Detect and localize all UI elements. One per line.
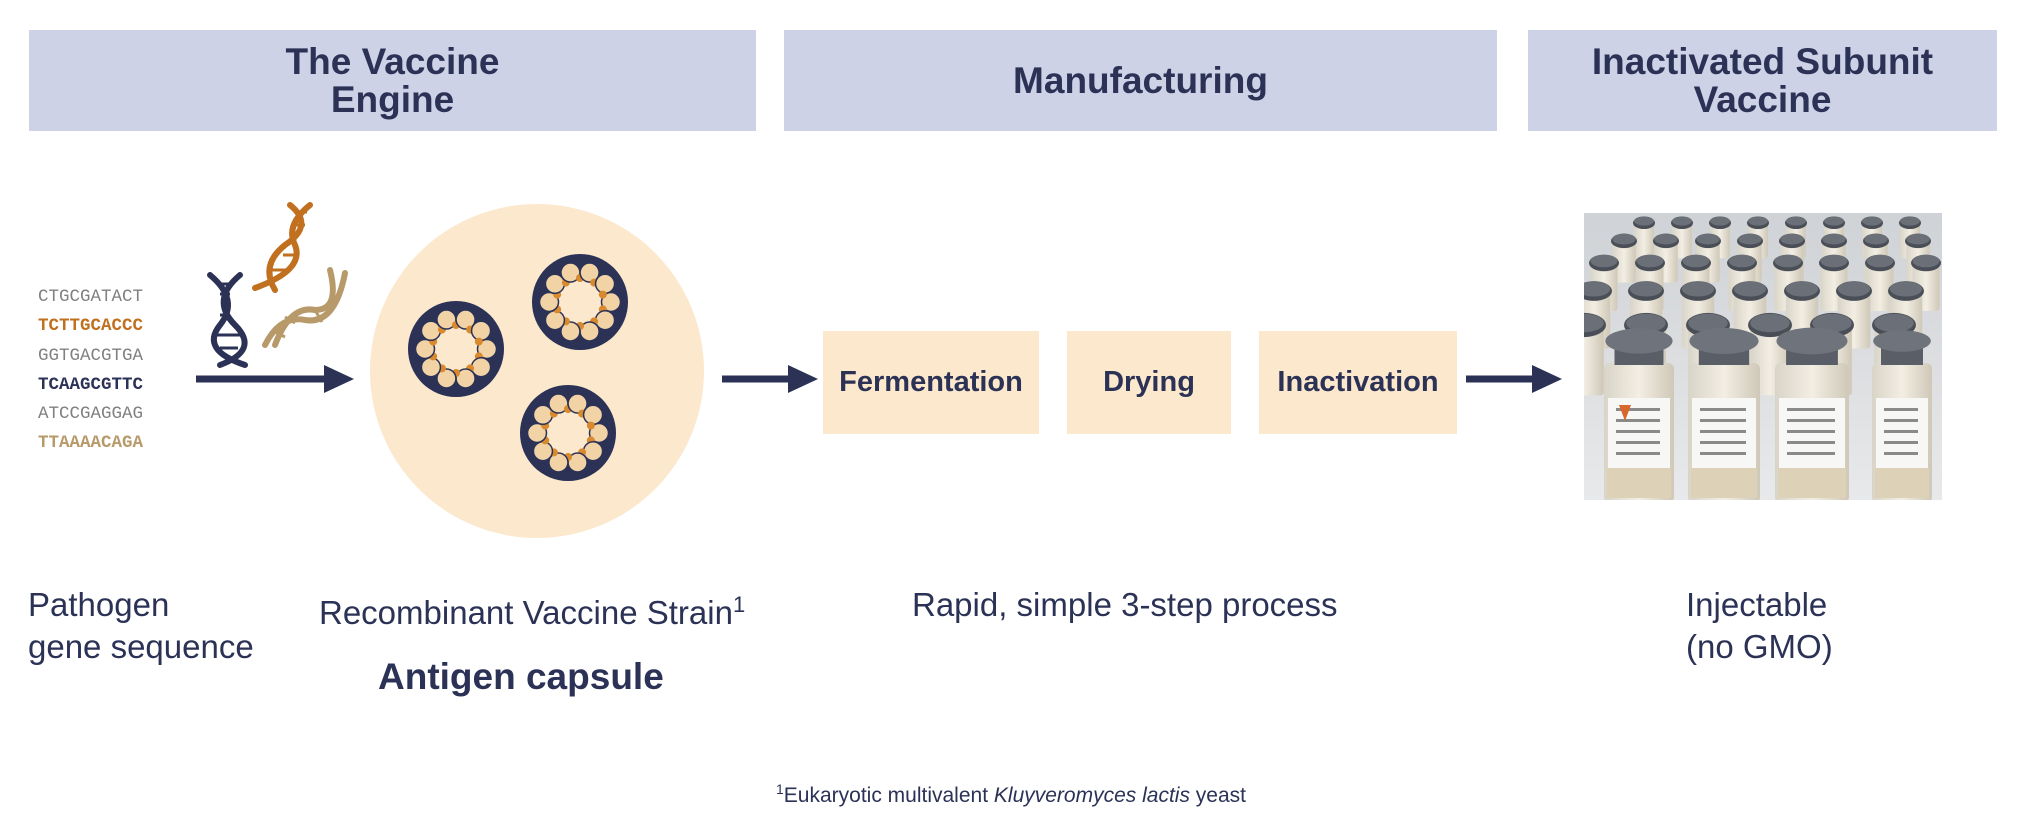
dna-seq-line: ATCCGAGGAG xyxy=(38,404,144,425)
label-injectable: Injectable (no GMO) xyxy=(1686,584,1833,668)
capsule-icon xyxy=(532,254,628,350)
label-pathogen-gene-sequence: Pathogen gene sequence xyxy=(28,584,254,668)
dna-seq-line: GGTGACGTGA xyxy=(38,345,144,366)
label-process-text: Rapid, simple 3-step process xyxy=(912,586,1338,623)
label-process: Rapid, simple 3-step process xyxy=(912,584,1338,626)
arrow-icon-strain-to-manufacturing xyxy=(722,365,818,393)
label-pathogen-line1: Pathogen xyxy=(28,586,170,623)
label-antigen-capsule: Antigen capsule xyxy=(378,656,664,698)
label-injectable-line2: (no GMO) xyxy=(1686,628,1833,665)
dna-seq-line: TCAAGCGTTC xyxy=(38,374,144,395)
footnote: 1Eukaryotic multivalent Kluyveromyces la… xyxy=(0,781,2022,808)
label-pathogen-line2: gene sequence xyxy=(28,628,254,665)
header-vaccine-engine: The Vaccine Engine xyxy=(29,30,756,131)
step-drying: Drying xyxy=(1067,331,1231,434)
arrow-icon-dna-to-strain xyxy=(196,365,354,393)
step-fermentation-label: Fermentation xyxy=(839,366,1023,398)
step-inactivation-label: Inactivation xyxy=(1277,366,1439,398)
label-injectable-line1: Injectable xyxy=(1686,586,1828,623)
header-vaccine-line1: Inactivated Subunit xyxy=(1591,40,1934,82)
header-manufacturing: Manufacturing xyxy=(784,30,1497,131)
header-engine-line1: The Vaccine xyxy=(285,40,500,82)
footnote-marker: 1 xyxy=(776,781,784,797)
footnote-prefix: Eukaryotic multivalent xyxy=(783,784,994,807)
dna-helix-icon-orange xyxy=(252,202,313,293)
label-strain-footnote-marker: 1 xyxy=(732,592,746,617)
dna-seq-line: TCTTGCACCC xyxy=(38,316,144,337)
dna-helix-icon-tan xyxy=(262,267,348,348)
antigen-capsules xyxy=(408,254,628,481)
step-fermentation: Fermentation xyxy=(823,331,1039,434)
vaccine-vials-photo xyxy=(1584,213,1942,500)
label-strain-text: Recombinant Vaccine Strain xyxy=(319,594,733,631)
step-inactivation: Inactivation xyxy=(1259,331,1457,434)
capsule-icon xyxy=(408,301,504,397)
header-vaccine-line2: Vaccine xyxy=(1693,78,1832,120)
step-drying-label: Drying xyxy=(1103,366,1195,398)
header-manufacturing-label: Manufacturing xyxy=(1013,59,1268,101)
dna-helix-icon-navy xyxy=(207,272,248,368)
footnote-suffix: yeast xyxy=(1189,784,1246,807)
footnote-species: Kluyveromyces lactis xyxy=(993,784,1190,807)
dna-seq-line: TTAAAACAGA xyxy=(38,433,144,454)
header-inactivated-vaccine: Inactivated Subunit Vaccine xyxy=(1528,30,1997,131)
arrow-icon-manufacturing-to-vaccine xyxy=(1466,365,1562,393)
label-recombinant-strain: Recombinant Vaccine Strain1 xyxy=(319,584,745,634)
dna-seq-line: CTGCGATACT xyxy=(38,287,144,307)
capsule-icon xyxy=(520,385,616,481)
label-antigen-text: Antigen capsule xyxy=(378,656,664,697)
dna-sequence-list: CTGCGATACT TCTTGCACCC GGTGACGTGA TCAAGCG… xyxy=(38,283,143,459)
header-engine-line2: Engine xyxy=(330,78,455,120)
